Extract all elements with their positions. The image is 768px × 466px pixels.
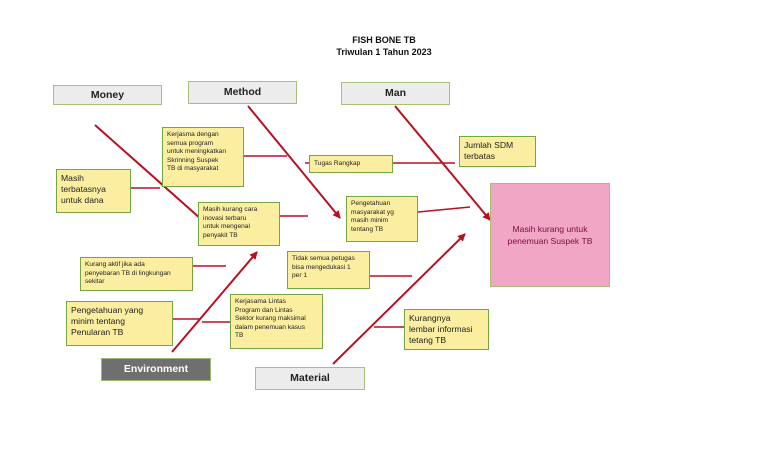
cause-line: tetang TB — [409, 335, 447, 345]
cause-line: penyebaran TB di lingkungan — [85, 269, 171, 277]
cause-env-kurang: Kurang aktif jika ada penyebaran TB di l… — [80, 257, 193, 291]
cause-line: terbatasnya — [61, 184, 106, 194]
effect-box: Masih kurang untuk penemuan Suspek TB — [490, 183, 610, 287]
cause-line: penyakit TB — [203, 231, 238, 239]
diagram-title: FISH BONE TB — [352, 35, 416, 45]
connector — [417, 206, 471, 213]
cause-env-kerjasama: Kerjasama Lintas Program dan Lintas Sekt… — [230, 294, 323, 349]
cause-line: untuk mengenal — [203, 223, 250, 231]
cause-line: masyarakat yg — [351, 208, 394, 216]
cause-line: Jumlah SDM — [464, 140, 514, 150]
effect-line: Masih kurang untuk — [512, 224, 588, 234]
cause-line: Program dan Lintas — [235, 306, 293, 314]
cause-line: Masih kurang cara — [203, 206, 258, 213]
cause-line: Kurang aktif jika ada — [85, 261, 145, 268]
cause-line: bisa mengedukasi 1 — [292, 263, 351, 271]
cause-line: Kurangnya — [409, 313, 451, 323]
cause-line: Skrinning Suspek — [167, 156, 219, 164]
cause-material-kurangnya: Kurangnya lembar informasi tetang TB — [404, 309, 489, 350]
cause-line: Pengetahuan yang — [71, 305, 144, 315]
diagram-subtitle: Triwulan 1 Tahun 2023 — [336, 47, 432, 57]
cause-line: untuk dana — [61, 195, 104, 205]
cause-env-pengetahuan: Pengetahuan yang minim tentang Penularan… — [66, 301, 173, 346]
category-money: Money — [53, 85, 162, 105]
cause-line: TB — [235, 332, 244, 340]
category-man: Man — [341, 82, 450, 105]
cause-line: TB di masyarakat — [167, 165, 219, 173]
cause-line: Pengetahuan — [351, 200, 391, 207]
category-material: Material — [255, 367, 365, 390]
cause-man-tidak: Tidak semua petugas bisa mengedukasi 1 p… — [287, 251, 370, 289]
cause-line: Tidak semua petugas — [292, 255, 355, 262]
cause-line: Sektor kurang maksimal — [235, 315, 306, 323]
cause-method-kerjasama: Kerjasma dengan semua program untuk meni… — [162, 127, 244, 187]
category-environment: Environment — [101, 358, 211, 381]
cause-line: lembar informasi — [409, 324, 473, 334]
cause-money-masih-kurang: Masih kurang cara inovasi terbaru untuk … — [198, 202, 280, 246]
cause-line: semua program — [167, 139, 214, 147]
cause-line: Penularan TB — [71, 327, 124, 337]
cause-method-tugas: Tugas Rangkap — [309, 155, 393, 173]
cause-money-masih: Masih terbatasnya untuk dana — [56, 169, 131, 213]
cause-line: untuk meningkatkan — [167, 148, 227, 156]
method-bone — [247, 105, 341, 219]
material-bone — [332, 233, 466, 365]
cause-line: masih minim — [351, 217, 389, 225]
effect-line: penemuan Suspek TB — [507, 236, 593, 246]
cause-line: terbatas — [464, 151, 496, 161]
environment-bone — [171, 251, 258, 353]
cause-line: Tugas Rangkap — [314, 160, 361, 167]
cause-line: minim tentang — [71, 316, 125, 326]
cause-line: inovasi terbaru — [203, 214, 247, 222]
cause-line: sekitar — [85, 278, 105, 286]
cause-line: dalam penemuan kasus — [235, 323, 306, 331]
cause-man-jumlah: Jumlah SDM terbatas — [459, 136, 536, 167]
cause-line: tentang TB — [351, 225, 384, 233]
category-method: Method — [188, 81, 297, 104]
cause-line: Masih — [61, 173, 84, 183]
cause-line: Kerjasma dengan — [167, 131, 219, 138]
cause-line: per 1 — [292, 272, 308, 280]
cause-method-pengetahuan: Pengetahuan masyarakat yg masih minim te… — [346, 196, 418, 242]
cause-line: Kerjasama Lintas — [235, 298, 286, 305]
